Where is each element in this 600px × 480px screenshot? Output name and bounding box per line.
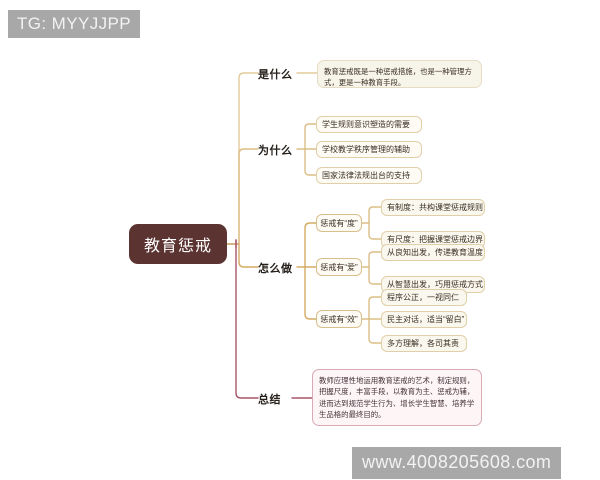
why-item-2[interactable]: 学校教学秩序管理的辅助 bbox=[316, 141, 422, 158]
summary-text: 教师应理性地运用教育惩戒的艺术，制定规则，把握尺度，丰富手段，以教育为主、惩戒为… bbox=[319, 376, 475, 420]
branch-label-why[interactable]: 为什么 bbox=[258, 145, 293, 157]
how-group-2[interactable]: 惩戒有“爱” bbox=[316, 258, 362, 276]
branch-label-what-is[interactable]: 是什么 bbox=[258, 69, 293, 81]
branch-label-how[interactable]: 怎么做 bbox=[258, 263, 293, 275]
how-group-3-item-3[interactable]: 多方理解，各司其责 bbox=[381, 335, 467, 352]
how-group-3-item-1[interactable]: 程序公正，一视同仁 bbox=[381, 289, 467, 306]
branch-label-summary[interactable]: 总结 bbox=[258, 394, 281, 406]
how-group-3-item-2[interactable]: 民主对话，适当“留白” bbox=[381, 311, 467, 328]
how-group-2-item-1[interactable]: 从良知出发，传递教育温度 bbox=[381, 244, 485, 261]
how-group-1-item-1[interactable]: 有制度：共构课堂惩戒规则 bbox=[381, 199, 485, 216]
why-item-3[interactable]: 国家法律法规出台的支持 bbox=[316, 167, 422, 184]
definition-text: 教育惩戒既是一种惩戒措施，也是一种管理方式，更是一种教育手段。 bbox=[324, 67, 472, 88]
definition-box[interactable]: 教育惩戒既是一种惩戒措施，也是一种管理方式，更是一种教育手段。 bbox=[317, 60, 482, 88]
watermark-top: TG: MYYJJPP bbox=[8, 10, 140, 39]
how-group-1[interactable]: 惩戒有“度” bbox=[316, 214, 362, 232]
watermark-bottom: www.4008205608.com bbox=[352, 447, 562, 479]
root-node[interactable]: 教育惩戒 bbox=[129, 224, 227, 264]
summary-box[interactable]: 教师应理性地运用教育惩戒的艺术，制定规则，把握尺度，丰富手段，以教育为主、惩戒为… bbox=[312, 369, 482, 426]
why-item-1[interactable]: 学生规则意识塑造的需要 bbox=[316, 116, 422, 133]
root-node-label: 教育惩戒 bbox=[143, 238, 212, 255]
how-group-3[interactable]: 惩戒有“效” bbox=[316, 310, 362, 328]
